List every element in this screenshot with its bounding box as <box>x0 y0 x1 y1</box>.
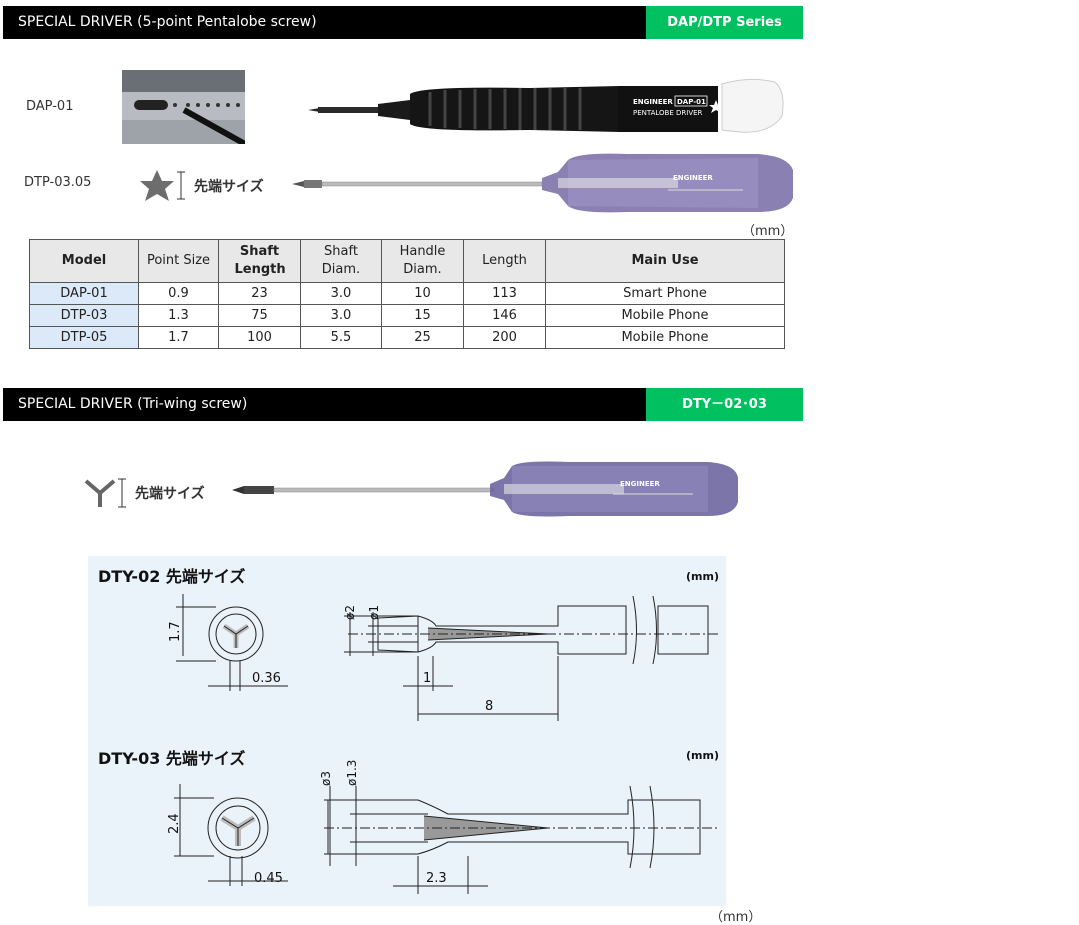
dap-01-driver-image: ENGINEER DAP-01 PENTALOBE DRIVER <box>308 78 784 133</box>
col-handle-diam-text: Handle Diam. <box>399 244 446 277</box>
dty03-title: DTY-03 先端サイズ <box>98 749 245 768</box>
dty02-dim-tip: 1.7 <box>168 621 183 642</box>
section-header-triwing: SPECIAL DRIVER (Tri-wing screw) DTY－02･0… <box>3 388 803 421</box>
dty03-dim-length: 2.3 <box>426 871 447 886</box>
unit-label-1: （mm） <box>742 224 794 239</box>
spec-table: Model Point Size Shaft Length Shaft Diam… <box>29 239 785 349</box>
dty03-dim-d-outer: ø3 <box>319 771 333 786</box>
dty-brand-text: ENGINEER <box>620 480 660 488</box>
cell-shaft-diam: 3.0 <box>300 282 382 305</box>
section-header-pentalobe: SPECIAL DRIVER (5-point Pentalobe screw)… <box>3 6 803 39</box>
cell-shaft-diam: 5.5 <box>300 326 382 349</box>
cell-shaft-length: 75 <box>218 304 301 327</box>
section-title: SPECIAL DRIVER (Tri-wing screw) <box>18 396 248 412</box>
series-badge: DAP/DTP Series <box>646 6 803 39</box>
dty-driver-image: ENGINEER <box>232 461 738 517</box>
dty03-dim-wing: 0.45 <box>254 871 283 886</box>
cell-handle-diam: 10 <box>381 282 464 305</box>
triwing-tip-icon <box>84 478 126 508</box>
star-icon <box>709 100 723 113</box>
cell-point-size: 0.9 <box>138 282 219 305</box>
table-row: DAP-01 0.9 23 3.0 10 113 Smart Phone <box>29 282 785 305</box>
cell-point-size: 1.7 <box>138 326 219 349</box>
cell-length: 146 <box>463 304 546 327</box>
label-dtp-03-05: DTP-03.05 <box>24 175 92 190</box>
dimension-diagram: DTY-02 先端サイズ (mm) 1.7 0.36 <box>88 556 726 906</box>
cell-shaft-diam: 3.0 <box>300 304 382 327</box>
cell-shaft-length: 100 <box>218 326 301 349</box>
dty02-title: DTY-02 先端サイズ <box>98 567 245 586</box>
table-header-row: Model Point Size Shaft Length Shaft Diam… <box>29 239 785 283</box>
cell-model: DTP-05 <box>29 326 139 349</box>
tip-size-label-1: 先端サイズ <box>194 179 264 195</box>
dty03-dim-tip: 2.4 <box>167 813 182 834</box>
dty02-side-view <box>344 595 718 721</box>
tip-size-label-2: 先端サイズ <box>135 486 205 502</box>
dap-name-text: PENTALOBE DRIVER <box>633 109 703 117</box>
dty03-end-view <box>174 784 288 886</box>
dtp-driver-image: ENGINEER <box>292 153 793 213</box>
cell-shaft-length: 23 <box>218 282 301 305</box>
series-badge: DTY－02･03 <box>646 388 803 421</box>
dty03-unit: (mm) <box>686 749 719 762</box>
col-shaft-length: Shaft Length <box>218 239 301 283</box>
cell-main-use: Smart Phone <box>545 282 785 305</box>
dty02-dim-d-outer: ø2 <box>343 605 357 620</box>
col-point-size: Point Size <box>138 239 219 283</box>
table-row: DTP-05 1.7 100 5.5 25 200 Mobile Phone <box>29 326 785 349</box>
pentalobe-tip-icon <box>140 170 185 201</box>
cell-main-use: Mobile Phone <box>545 304 785 327</box>
cell-handle-diam: 25 <box>381 326 464 349</box>
col-shaft-length-text: Shaft Length <box>234 244 286 277</box>
col-length: Length <box>463 239 546 283</box>
col-shaft-diam: Shaft Diam. <box>300 239 382 283</box>
label-dap-01: DAP-01 <box>26 99 74 114</box>
cell-model: DTP-03 <box>29 304 139 327</box>
section-title: SPECIAL DRIVER (5-point Pentalobe screw) <box>18 14 317 30</box>
col-handle-diam: Handle Diam. <box>381 239 464 283</box>
dty02-unit: (mm) <box>686 570 719 583</box>
cell-length: 200 <box>463 326 546 349</box>
cell-point-size: 1.3 <box>138 304 219 327</box>
dty02-dim-length: 8 <box>485 699 493 714</box>
phone-closeup-photo <box>122 70 245 144</box>
col-shaft-diam-text: Shaft Diam. <box>321 244 361 277</box>
dtp-brand-text: ENGINEER <box>673 174 713 182</box>
dty03-side-view <box>324 785 718 894</box>
col-model: Model <box>29 239 139 283</box>
dap-model-text: DAP-01 <box>677 98 706 106</box>
unit-label-2: （mm） <box>710 910 762 925</box>
cell-length: 113 <box>463 282 546 305</box>
dty02-dim-d-inner: ø1 <box>367 605 381 620</box>
cell-model: DAP-01 <box>29 282 139 305</box>
col-main-use: Main Use <box>545 239 785 283</box>
dty02-dim-step: 1 <box>423 671 431 686</box>
dty02-end-view <box>176 594 288 691</box>
table-row: DTP-03 1.3 75 3.0 15 146 Mobile Phone <box>29 304 785 327</box>
cell-handle-diam: 15 <box>381 304 464 327</box>
dap-brand-text: ENGINEER <box>633 98 673 106</box>
dty03-dim-d-inner: ø1.3 <box>345 760 359 786</box>
dty02-dim-wing: 0.36 <box>252 671 281 686</box>
cell-main-use: Mobile Phone <box>545 326 785 349</box>
